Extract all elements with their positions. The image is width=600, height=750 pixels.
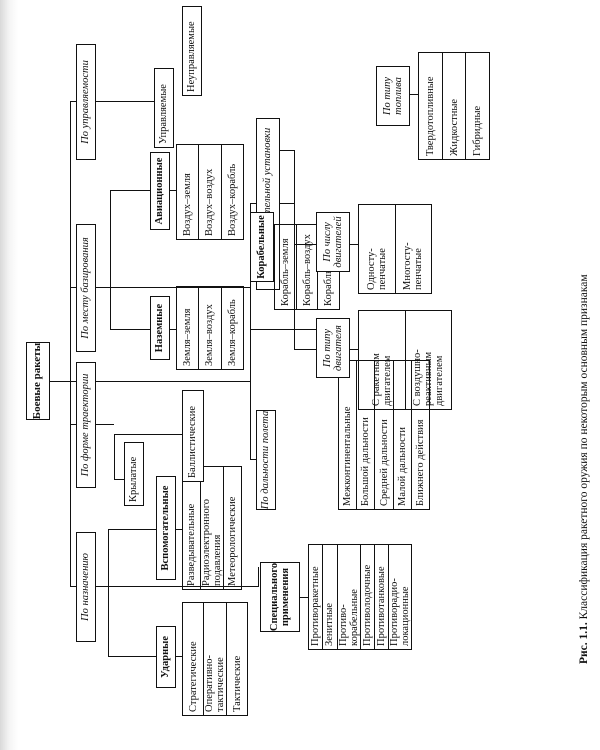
- caption-text: Классификация ракетного оружия по некото…: [578, 274, 590, 620]
- connector-line: [96, 586, 108, 587]
- connector-line: [110, 329, 150, 330]
- list-aviation: Воздух–земля Воздух–воздух Воздух–корабл…: [176, 144, 244, 240]
- list-item: Гибридные: [472, 105, 484, 156]
- propulsion-engine-count-label: По числу двигателей: [321, 216, 345, 268]
- list-engine-type: С ракетным двигателем С воздушно-реактив…: [358, 310, 452, 410]
- propulsion-engine-type-label: По типу двигателя: [321, 325, 345, 371]
- connector-line: [108, 529, 109, 657]
- list-item: Противолодочные: [360, 545, 375, 649]
- connector-line: [108, 656, 156, 657]
- list-ground: Земля–земля Земля–воздух Земля–корабль: [176, 286, 244, 370]
- connector-line: [96, 424, 114, 425]
- list-item: Воздух–воздух: [199, 145, 222, 239]
- list-item: Земля–корабль: [226, 299, 238, 366]
- group-auxiliary: Вспомогательные: [156, 476, 176, 580]
- connector-line: [280, 203, 294, 204]
- connector-line: [114, 479, 124, 480]
- control-unguided: Неуправляемые: [182, 6, 202, 96]
- list-item: Противо-корабельные: [337, 545, 361, 649]
- list-item: С ракетным двигателем: [359, 311, 406, 409]
- group-ground: Наземные: [150, 296, 170, 360]
- group-aviation: Авиационные: [150, 152, 170, 230]
- list-item: Твердотопливные: [419, 53, 443, 159]
- list-item: Многосту-пенчатые: [402, 242, 425, 290]
- connector-line: [50, 381, 70, 382]
- list-auxiliary: Разведывательные Радиоэлектронного подав…: [182, 466, 242, 590]
- propulsion-engine-count: По числу двигателей: [316, 212, 350, 272]
- propulsion-engine-type: По типу двигателя: [316, 318, 350, 378]
- list-item: Противотанковые: [374, 545, 389, 649]
- scan-shadow: [0, 0, 18, 750]
- connector-line: [350, 349, 358, 350]
- category-range: По дальности полета: [256, 410, 276, 510]
- category-control: По управляемости: [76, 44, 96, 160]
- connector-line: [114, 434, 115, 480]
- list-item: Стратегические: [183, 603, 204, 715]
- list-special: Противоракетные Зенитные Противо-корабел…: [308, 544, 412, 650]
- connector-line: [110, 190, 150, 191]
- list-item: Противорадио-локационные: [389, 578, 411, 646]
- connector-line: [300, 597, 308, 598]
- list-item: Земля–земля: [177, 287, 200, 369]
- category-trajectory: По форме траектории: [76, 362, 96, 488]
- figure-caption: Рис. 1.1. Классификация ракетного оружия…: [578, 64, 590, 664]
- connector-line: [70, 101, 71, 587]
- connector-line: [70, 381, 250, 382]
- connector-line: [110, 190, 111, 330]
- list-item: Воздух–корабль: [226, 163, 238, 236]
- list-item: Метеорологические: [227, 496, 238, 586]
- list-item: Воздух–земля: [177, 145, 200, 239]
- list-fuel: Твердотопливные Жидкостные Гибридные: [418, 52, 490, 160]
- control-guided: Управляемые: [154, 68, 174, 148]
- propulsion-fuel: По типу топлива: [376, 66, 410, 126]
- group-special-label: Специального применения: [268, 562, 292, 632]
- connector-line: [410, 94, 418, 95]
- category-purpose: По назначению: [76, 532, 96, 642]
- trajectory-ballistic: Баллистические: [182, 390, 204, 482]
- root-node: Боевые ракеты: [26, 342, 50, 420]
- list-strike: Стратегические Оперативно-тактические Та…: [182, 602, 248, 716]
- connector-line: [96, 287, 110, 288]
- connector-line: [96, 101, 110, 102]
- list-item: Радиоэлектронного подавления: [201, 467, 224, 589]
- list-item: Противоракетные: [309, 545, 324, 649]
- list-item: Односту-пенчатые: [359, 205, 396, 293]
- propulsion-fuel-label: По типу топлива: [381, 76, 405, 116]
- connector-line: [258, 567, 259, 587]
- list-item: Земля–воздух: [199, 287, 222, 369]
- list-item: Межконтинентальные: [339, 361, 358, 509]
- list-item: Жидкостные: [442, 53, 467, 159]
- connector-line: [108, 529, 156, 530]
- list-item: Корабль–земля: [275, 225, 297, 309]
- category-basing: По месту базирования: [76, 224, 96, 352]
- list-engine-count: Односту-пенчатые Многосту-пенчатые: [358, 204, 432, 294]
- connector-line: [350, 244, 358, 245]
- list-item: Разведывательные: [183, 467, 201, 589]
- list-item: С воздушно-реактивным двигателем: [411, 349, 445, 406]
- connector-line: [114, 434, 182, 435]
- group-special: Специального применения: [260, 562, 300, 632]
- list-item: Оперативно-тактические: [204, 603, 227, 715]
- group-ship: Корабельные: [250, 212, 274, 282]
- group-strike: Ударные: [156, 626, 176, 688]
- list-item: Тактические: [231, 655, 243, 712]
- trajectory-winged: Крылатые: [124, 442, 144, 506]
- list-item: Зенитные: [323, 545, 338, 649]
- caption-label: Рис. 1.1.: [578, 622, 590, 664]
- connector-line: [294, 349, 316, 350]
